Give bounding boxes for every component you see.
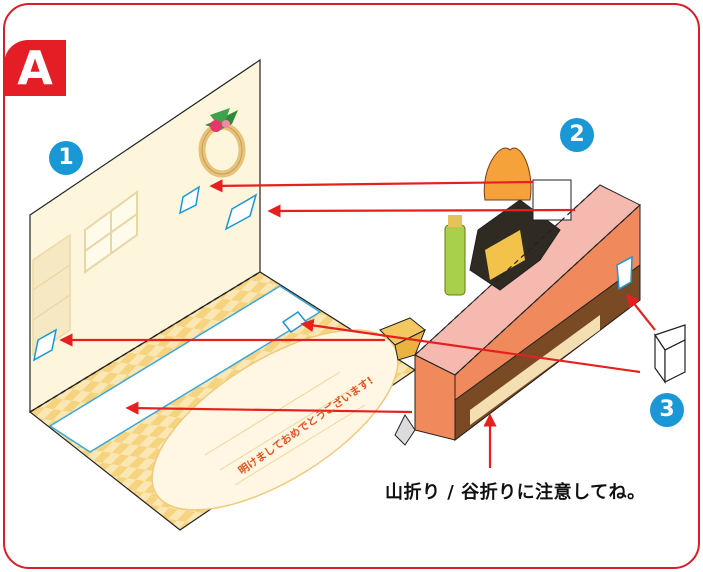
step-badge-1: 1 bbox=[49, 141, 83, 175]
arrow-to-floor-slot bbox=[300, 318, 641, 374]
new-year-wreath-icon bbox=[198, 108, 246, 178]
card-back-wall bbox=[29, 58, 261, 414]
insertion-arrows bbox=[59, 179, 656, 468]
shelf-drawing bbox=[32, 233, 71, 357]
floor-band bbox=[48, 285, 322, 453]
counter-slot bbox=[616, 255, 633, 291]
wall-slot-1 bbox=[178, 185, 201, 215]
section-badge bbox=[4, 40, 66, 96]
wall-slot-3 bbox=[32, 328, 58, 362]
arrow-to-slot-2 bbox=[267, 204, 576, 218]
part-3-tab bbox=[654, 324, 686, 384]
section-letter: A bbox=[17, 41, 53, 95]
arrow-to-counter-slot bbox=[626, 293, 656, 331]
arrow-to-floor-band bbox=[125, 401, 413, 415]
message-oval bbox=[151, 329, 399, 511]
counter-piece bbox=[379, 147, 641, 446]
fold-note-text: 山折り / 谷折りに注意してね。 bbox=[385, 482, 646, 503]
arrow-to-slot-1 bbox=[209, 179, 534, 193]
step-badge-2: 2 bbox=[560, 118, 594, 152]
wall-slot-2 bbox=[224, 193, 258, 231]
step-badge-3: 3 bbox=[650, 393, 684, 427]
card-floor bbox=[28, 271, 417, 531]
